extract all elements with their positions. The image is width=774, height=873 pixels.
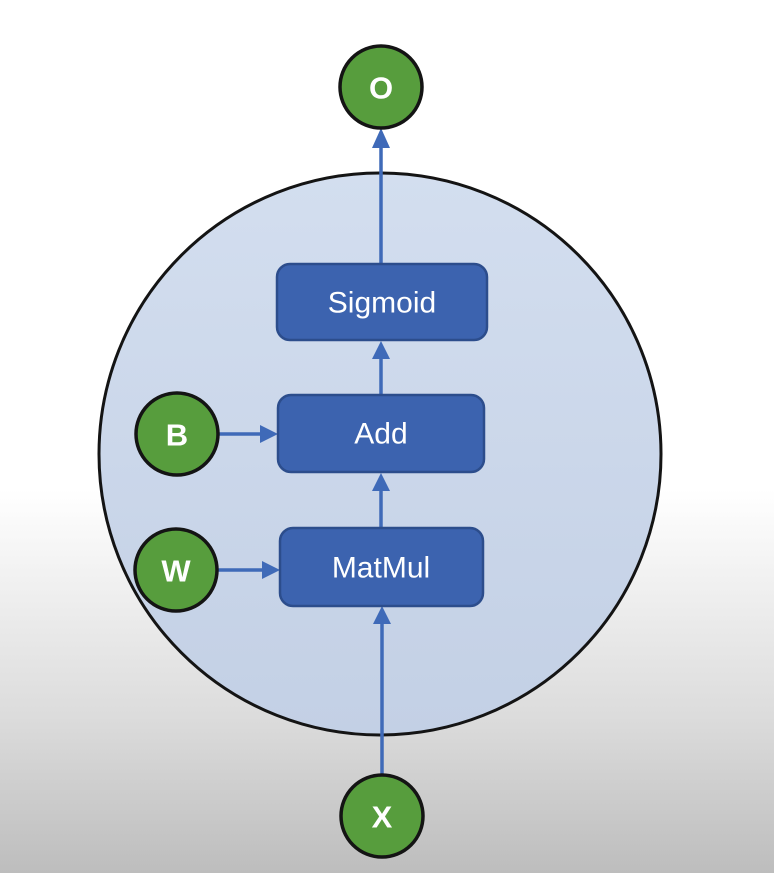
node-output: O xyxy=(338,44,424,130)
arrow-input-to-matmul xyxy=(373,606,391,776)
node-circle xyxy=(338,44,424,130)
op-label-add: Add xyxy=(354,418,407,451)
op-box xyxy=(275,262,489,342)
node-weight: W xyxy=(133,527,219,613)
arrowhead-up-icon xyxy=(372,473,390,491)
arrowhead-right-icon xyxy=(260,425,278,443)
node-circle xyxy=(133,527,219,613)
arrowhead-up-icon xyxy=(372,341,390,359)
op-box xyxy=(276,393,486,474)
arrowhead-up-icon xyxy=(373,606,391,624)
op-box-add: Add xyxy=(276,393,486,474)
op-label-sigmoid: Sigmoid xyxy=(328,287,436,320)
arrow-add-to-sigmoid xyxy=(372,341,390,395)
arrowhead-right-icon xyxy=(262,561,280,579)
op-box-sigmoid: Sigmoid xyxy=(275,262,489,342)
node-bias: B xyxy=(134,391,220,477)
arrow-weight-to-matmul xyxy=(218,561,280,579)
op-box-matmul: MatMul xyxy=(278,526,485,608)
arrow-matmul-to-add xyxy=(372,473,390,528)
arrow-bias-to-add xyxy=(219,425,278,443)
op-box xyxy=(278,526,485,608)
arrow-sigmoid-to-output xyxy=(372,128,390,264)
node-circle xyxy=(134,391,220,477)
node-label-output: O xyxy=(369,71,393,106)
arrowhead-up-icon xyxy=(372,128,390,148)
node-label-input: X xyxy=(372,800,393,835)
node-input: X xyxy=(339,773,425,859)
node-circle xyxy=(339,773,425,859)
op-label-matmul: MatMul xyxy=(332,552,430,585)
node-label-weight: W xyxy=(161,554,191,589)
node-label-bias: B xyxy=(166,418,188,453)
